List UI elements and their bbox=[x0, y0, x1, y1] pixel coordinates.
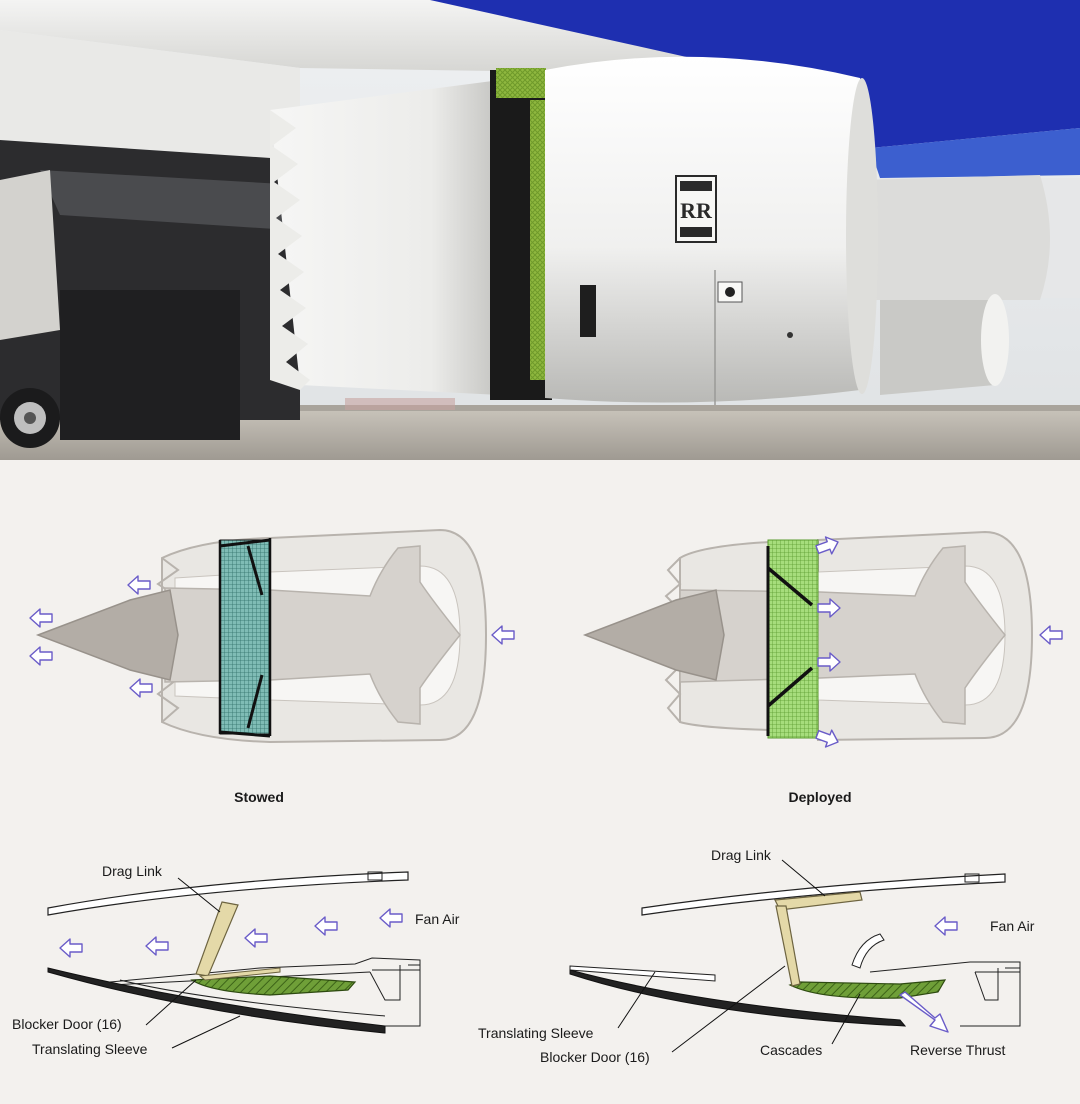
stowed-engine bbox=[29, 528, 515, 744]
deployed-drag-link-label: Drag Link bbox=[711, 847, 772, 863]
cascade-deployed bbox=[767, 539, 819, 739]
core-exhaust-arrow-upper bbox=[29, 608, 53, 628]
deployed-detail bbox=[569, 859, 1021, 1053]
stowed-blocker-door-label: Blocker Door (16) bbox=[12, 1016, 122, 1032]
blocker-door-lower bbox=[246, 674, 264, 729]
blocker-door bbox=[190, 975, 357, 996]
deployed-translating-sleeve-label: Translating Sleeve bbox=[478, 1025, 594, 1041]
rolls-royce-logo: RR bbox=[675, 175, 717, 243]
translating-sleeve-deployed bbox=[569, 969, 907, 1027]
stowed-translating-sleeve-label: Translating Sleeve bbox=[32, 1041, 148, 1057]
inflow-arrow bbox=[491, 625, 515, 645]
reverse-thrust-arrow bbox=[899, 991, 949, 1033]
blocker-door-upper bbox=[246, 545, 264, 596]
stowed-caption: Stowed bbox=[234, 789, 284, 805]
thrust-reverser-diagrams: Stowed Deployed bbox=[12, 528, 1063, 1065]
blocker-door-upper-deployed bbox=[766, 566, 814, 607]
engine-photo: RR bbox=[0, 0, 1080, 460]
wing bbox=[0, 0, 700, 72]
deployed-fan-air-label: Fan Air bbox=[990, 918, 1035, 934]
landing-gear-wheel bbox=[0, 388, 60, 448]
cowl-vent bbox=[580, 285, 596, 337]
svg-text:RR: RR bbox=[680, 198, 713, 223]
fan-air-arrow-3 bbox=[244, 928, 268, 948]
cascade-stowed bbox=[219, 539, 271, 735]
fan-exhaust-arrow-lower bbox=[129, 678, 153, 698]
stowed-drag-link-label: Drag Link bbox=[102, 863, 163, 879]
deployed-engine bbox=[582, 530, 1063, 752]
inflow-arrow-deployed bbox=[1039, 625, 1063, 645]
exhaust-cone bbox=[35, 589, 179, 681]
deployed-blocker-door-label: Blocker Door (16) bbox=[540, 1049, 650, 1065]
fan-exhaust-arrow-upper bbox=[127, 575, 151, 595]
stowed-fan-air-label: Fan Air bbox=[415, 911, 460, 927]
fan-air-arrow-deployed bbox=[934, 916, 958, 936]
fan-air-arrow-5 bbox=[59, 938, 83, 958]
stowed-detail bbox=[47, 871, 421, 1049]
blocker-door-lower-deployed bbox=[766, 666, 814, 708]
fan-air-arrow-4 bbox=[145, 936, 169, 956]
deployed-reverse-thrust-label: Reverse Thrust bbox=[910, 1042, 1006, 1058]
fan-air-arrow-2 bbox=[314, 916, 338, 936]
blocker-door-deployed bbox=[788, 979, 947, 999]
fan-air-arrow-1 bbox=[379, 908, 403, 928]
translating-sleeve bbox=[47, 967, 386, 1034]
deployed-cascades-label: Cascades bbox=[760, 1042, 822, 1058]
deployed-caption: Deployed bbox=[788, 789, 851, 805]
drag-link bbox=[195, 901, 239, 977]
core-exhaust-arrow-lower bbox=[29, 646, 53, 666]
